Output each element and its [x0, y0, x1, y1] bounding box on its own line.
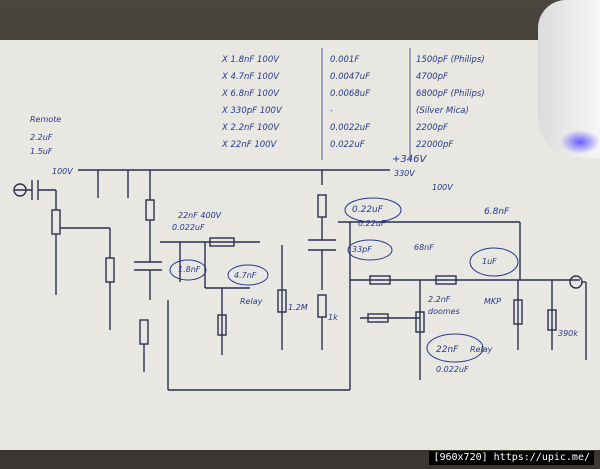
ink-circles [169, 197, 519, 363]
label-cap-18nf: 1.8nF [178, 265, 201, 274]
label-k1: 1k [328, 313, 338, 322]
label-supply-top: +346V [392, 154, 427, 165]
parts-list-left-4: X 2.2nF 100V [221, 123, 280, 133]
schematic-labels: Remote 2.2uF 1.5uF 100V +346V 330V 100V … [30, 115, 578, 374]
label-supply-v: 100V [432, 183, 453, 192]
parts-list-left-3: X 330pF 100V [221, 106, 283, 116]
label-relay2: Relay [470, 345, 493, 354]
parts-list-mid-4: 0.0022uF [330, 123, 370, 133]
parts-list-right-5: 22000pF [416, 140, 453, 150]
parts-list-mid-3: - [330, 106, 333, 116]
label-cap-68nf: 6.8nF [484, 207, 510, 217]
parts-list-mid-2: 0.0068uF [330, 89, 370, 99]
paper-sheet [0, 40, 600, 450]
parts-list-left-2: X 6.8nF 100V [221, 89, 280, 99]
label-cap-022uf-top: 0.22uF [352, 205, 384, 215]
parts-list-mid-1: 0.0047uF [330, 72, 370, 82]
label-cap-0022: 0.022uF [436, 365, 469, 374]
label-out-res: 390k [558, 329, 578, 338]
parts-list-left-1: X 4.7nF 100V [221, 72, 280, 82]
label-cap-022uf-a: 0.022uF [172, 223, 205, 232]
parts-list: X 1.8nF 100V X 4.7nF 100V X 6.8nF 100V X… [221, 55, 485, 150]
mouse-glow [560, 130, 600, 154]
label-cap-1uf: 1uF [482, 257, 497, 266]
label-input-cap-v: 100V [52, 167, 73, 176]
parts-list-mid-0: 0.001F [330, 55, 359, 65]
parts-list-right-3: (Silver Mica) [416, 106, 469, 116]
label-cap-33pf: 33pF [352, 245, 372, 254]
label-supply-bottom: 330V [394, 169, 415, 178]
parts-list-mid-5: 0.022uF [330, 140, 365, 150]
label-doomes: doomes [428, 307, 460, 316]
parts-list-right-4: 2200pF [416, 123, 448, 133]
schematic-lines [13, 169, 587, 391]
label-res-1m: 1.2M [288, 303, 308, 312]
label-cap-022uf-mid: 0.22uF [358, 219, 386, 228]
label-cap-68nf-b: 68nF [414, 243, 434, 252]
label-input-cap-alt: 1.5uF [30, 147, 53, 156]
label-input-cap: 2.2uF [30, 133, 53, 142]
label-cap-22nf-b: 2.2nF [428, 295, 451, 304]
label-cap-22nf-c: 22nF [436, 345, 459, 355]
parts-list-right-1: 4700pF [416, 72, 448, 82]
label-cap-47nf: 4.7nF [234, 271, 257, 280]
parts-list-right-2: 6800pF (Philips) [416, 89, 485, 99]
parts-list-right-0: 1500pF (Philips) [416, 55, 485, 65]
parts-list-left-5: X 22nF 100V [221, 140, 278, 150]
label-relay: Relay [240, 297, 263, 306]
label-remote: Remote [30, 115, 61, 124]
label-mkp: MKP [484, 297, 501, 306]
parts-list-left-0: X 1.8nF 100V [221, 55, 280, 65]
watermark: [960x720] https://upic.me/ [429, 451, 594, 465]
label-cap-22nf: 22nF 400V [178, 211, 222, 220]
